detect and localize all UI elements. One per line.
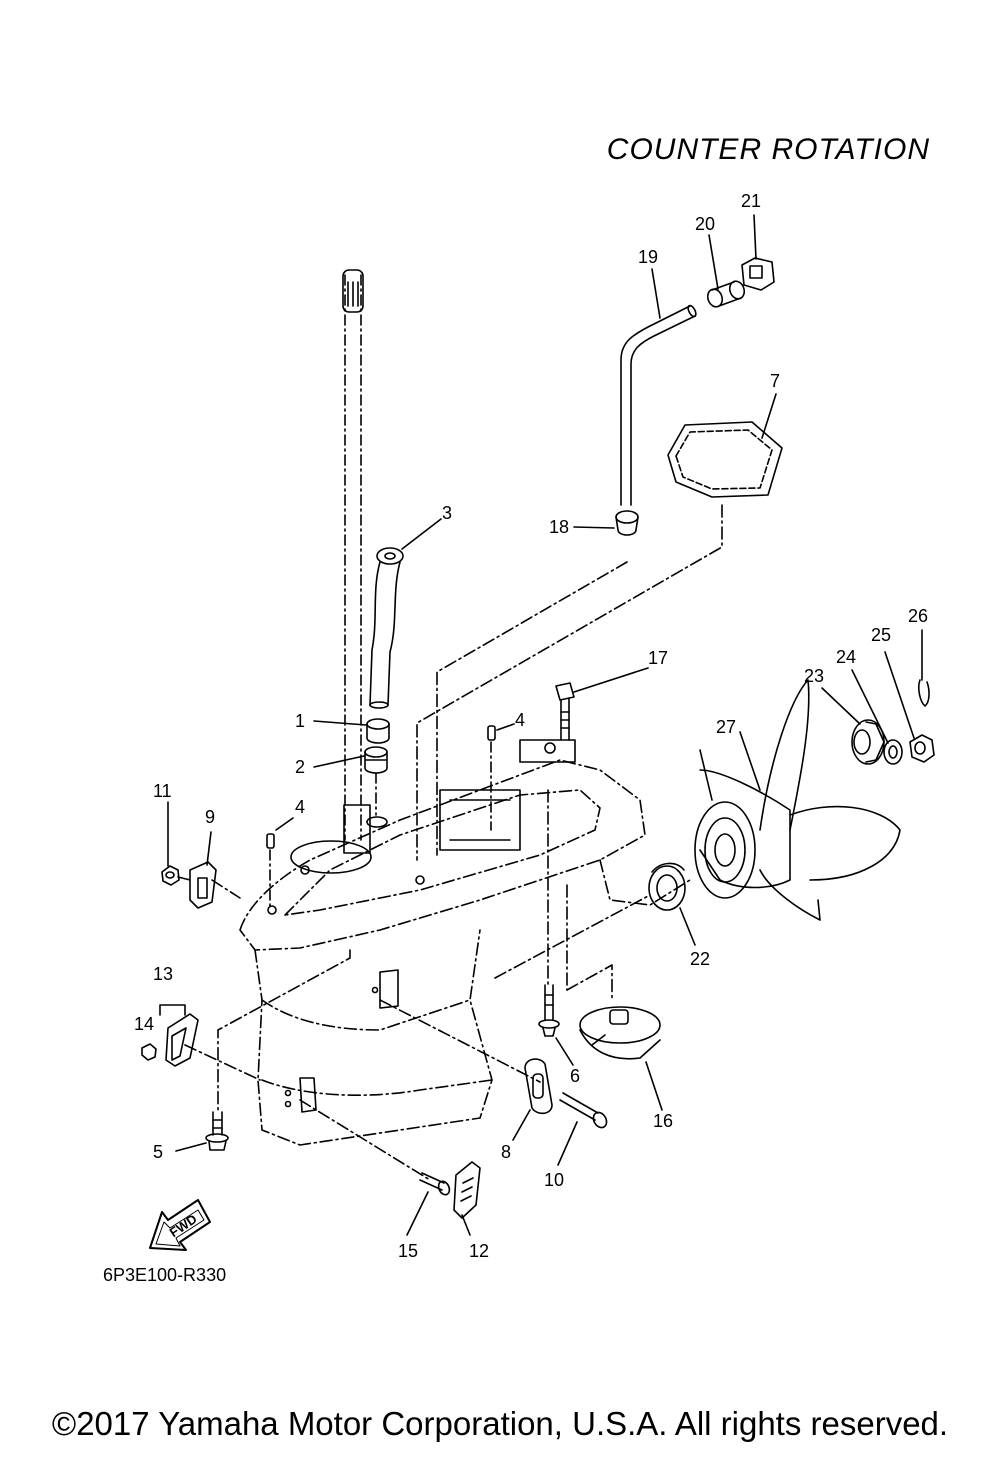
callout-27[interactable]: 27 (716, 717, 736, 737)
bolt (419, 1172, 451, 1196)
diagram-title: COUNTER ROTATION (606, 133, 930, 166)
tube-clip (741, 257, 775, 291)
callout-15[interactable]: 15 (398, 1241, 418, 1261)
forward-direction-arrow (149, 1199, 211, 1251)
fwd-badge-label: FWD (167, 1211, 200, 1240)
collar (706, 280, 746, 308)
anode (189, 861, 217, 909)
washer (883, 739, 903, 765)
callout-13[interactable]: 13 (153, 964, 173, 984)
drive-shaft-spline (342, 269, 364, 313)
callout-26[interactable]: 26 (908, 606, 928, 626)
bolt (538, 984, 560, 1037)
cotter-pin (918, 679, 930, 707)
anode (453, 1161, 481, 1219)
callout-6[interactable]: 6 (570, 1066, 580, 1086)
callout-leaders (167, 214, 923, 1236)
copyright-notice: ©2017 Yamaha Motor Corporation, U.S.A. A… (51, 1405, 949, 1442)
callout-17[interactable]: 17 (648, 648, 668, 668)
callout-5[interactable]: 5 (153, 1142, 163, 1162)
callout-9[interactable]: 9 (205, 807, 215, 827)
dowel-pin (266, 833, 275, 849)
callout-11[interactable]: 11 (153, 781, 172, 801)
grommet (366, 718, 390, 744)
gasket (667, 421, 783, 498)
callout-bracket (159, 1004, 186, 1016)
drawing-code: 6P3E100-R330 (103, 1265, 227, 1285)
callout-8[interactable]: 8 (501, 1142, 511, 1162)
callout-12[interactable]: 12 (469, 1241, 489, 1261)
bolt (205, 1111, 229, 1151)
callout-2[interactable]: 2 (295, 757, 305, 777)
tube-grommet (615, 510, 639, 536)
water-tube (369, 547, 404, 709)
prop-nut (909, 734, 935, 763)
callout-4[interactable]: 4 (295, 797, 305, 817)
thrust-washer (648, 862, 686, 911)
callout-20[interactable]: 20 (695, 214, 715, 234)
spacer (851, 719, 885, 765)
callout-1[interactable]: 1 (295, 711, 305, 731)
oil-seal (364, 746, 388, 774)
drive-shaft (344, 274, 362, 841)
callout-16[interactable]: 16 (653, 1111, 673, 1131)
callout-23[interactable]: 23 (804, 666, 824, 686)
propeller (694, 679, 901, 921)
nut (141, 1043, 157, 1061)
callout-21[interactable]: 21 (741, 191, 761, 211)
bolt (559, 1092, 608, 1129)
callout-3[interactable]: 3 (442, 503, 452, 523)
callout-19[interactable]: 19 (638, 247, 658, 267)
gear-case-details (267, 739, 576, 1113)
trim-tab-anode (579, 1006, 661, 1060)
callout-24[interactable]: 24 (836, 647, 856, 667)
bolt (555, 682, 575, 741)
water-inlet-tube (620, 304, 697, 506)
anode (524, 1058, 553, 1115)
callout-25[interactable]: 25 (871, 625, 891, 645)
callout-22[interactable]: 22 (690, 949, 710, 969)
assembly-leaders (177, 504, 723, 1181)
callout-4[interactable]: 4 (515, 710, 525, 730)
callout-7[interactable]: 7 (770, 371, 780, 391)
callout-18[interactable]: 18 (549, 517, 569, 537)
callout-14[interactable]: 14 (134, 1014, 154, 1034)
lower-gear-case (239, 759, 691, 1146)
callout-10[interactable]: 10 (544, 1170, 564, 1190)
dowel-pin (487, 725, 496, 741)
nut (161, 865, 180, 886)
anode (165, 1013, 199, 1067)
